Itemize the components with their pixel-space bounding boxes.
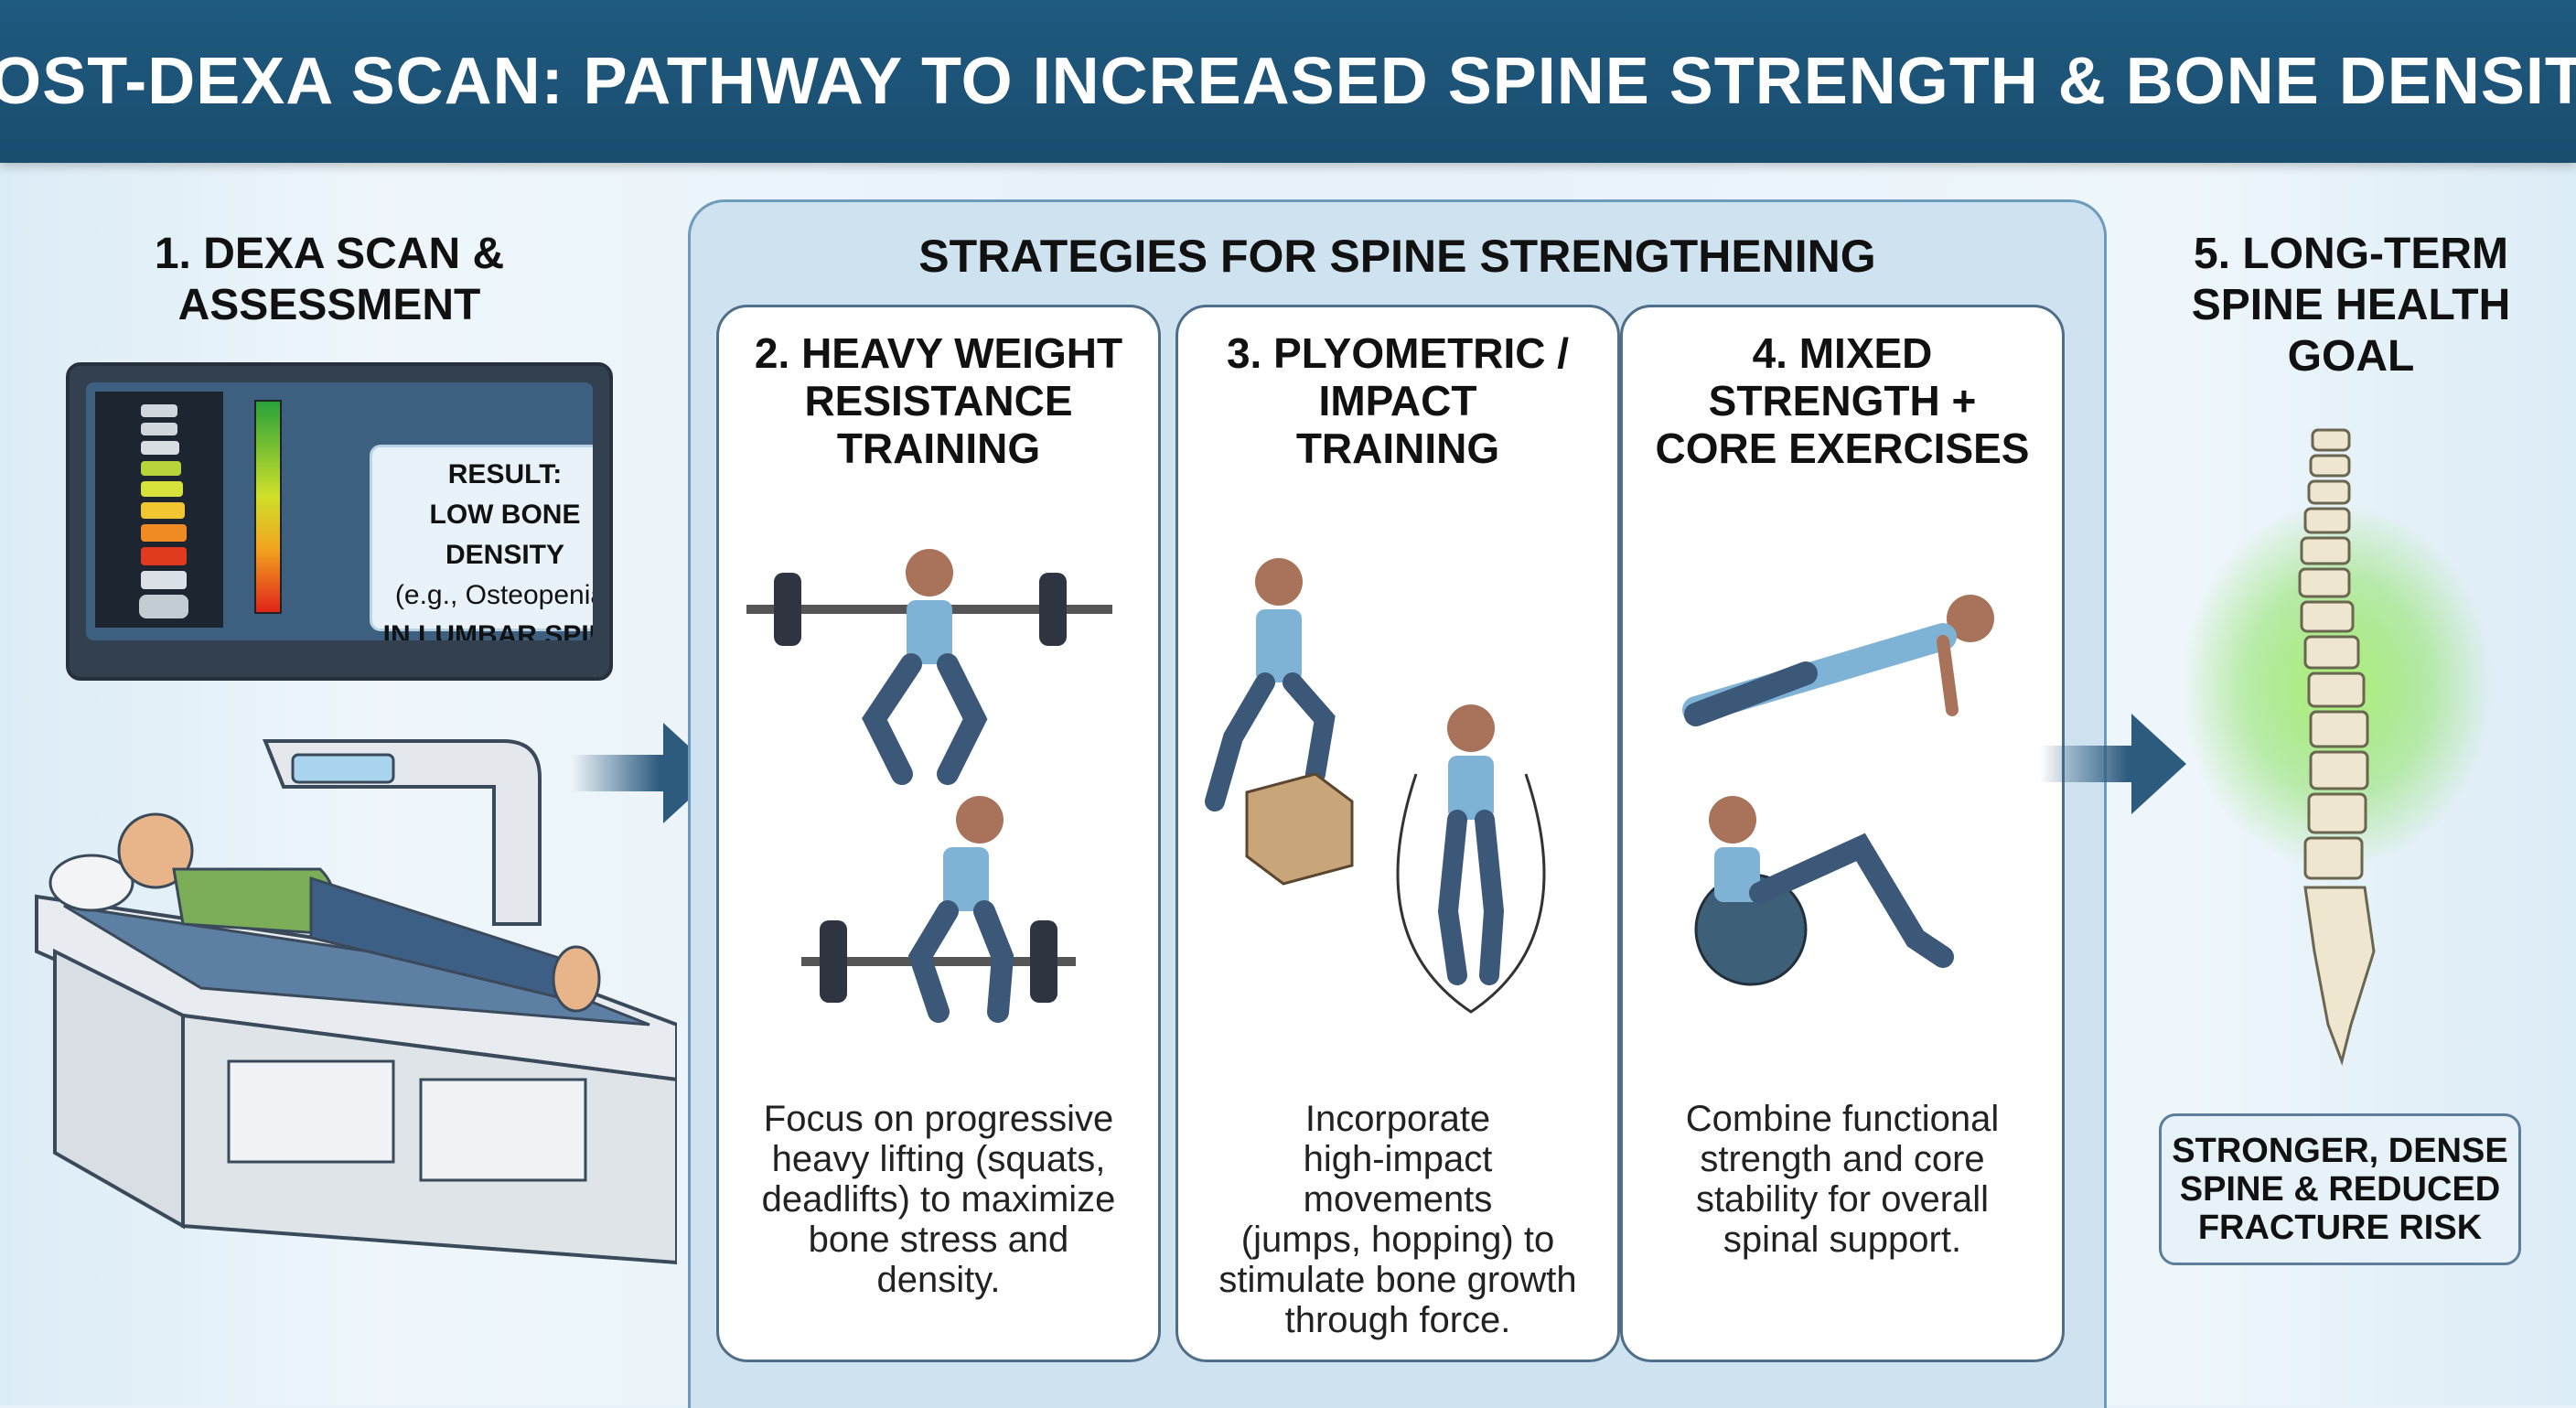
goal-line: FRACTURE RISK xyxy=(2197,1209,2483,1247)
card-desc-line: stimulate bone growth xyxy=(1218,1260,1577,1300)
dexa-monitor: RESULT: LOW BONE DENSITY (e.g., Osteopen… xyxy=(66,362,613,681)
card-description: Combine functional strength and core sta… xyxy=(1641,1099,2044,1260)
card-heavy-weight: 2. HEAVY WEIGHT RESISTANCE TRAINING Focu… xyxy=(716,305,1161,1362)
box-jump-jump-rope-illustration xyxy=(1205,558,1546,1014)
card-desc-line: heavy lifting (squats, xyxy=(771,1139,1106,1179)
spine-scan-image xyxy=(95,392,282,628)
strategies-title: STRATEGIES FOR SPINE STRENGTHENING xyxy=(918,231,1876,282)
squat-deadlift-illustration xyxy=(746,549,1112,1023)
card-desc-line: Incorporate xyxy=(1304,1099,1491,1139)
step5-heading-line: SPINE HEALTH xyxy=(2191,281,2511,329)
card-desc-line: movements xyxy=(1303,1179,1493,1220)
card-title-line: STRENGTH + xyxy=(1708,377,1977,425)
card-title-line: IMPACT xyxy=(1318,377,1477,425)
card-plyometric: 3. PLYOMETRIC / IMPACT TRAINING Incorpor… xyxy=(1175,305,1620,1362)
title-banner: POST-DEXA SCAN: PATHWAY TO INCREASED SPI… xyxy=(0,0,2576,163)
card-desc-line: Focus on progressive xyxy=(763,1099,1114,1139)
card-desc-line: through force. xyxy=(1284,1300,1511,1340)
step5-heading-line: GOAL xyxy=(2287,332,2415,381)
step5-heading: 5. LONG-TERM SPINE HEALTH GOAL xyxy=(2131,229,2571,382)
card-title-line: TRAINING xyxy=(836,425,1041,472)
step1-heading-line1: 1. DEXA SCAN & xyxy=(154,230,505,278)
result-line1: LOW BONE DENSITY xyxy=(429,500,581,570)
card-mixed-core: 4. MIXED STRENGTH + CORE EXERCISES Combi… xyxy=(1620,305,2065,1362)
card-title-line: 3. PLYOMETRIC / xyxy=(1226,329,1570,377)
result-callout: RESULT: LOW BONE DENSITY (e.g., Osteopen… xyxy=(370,445,593,640)
step1-heading: 1. DEXA SCAN & ASSESSMENT xyxy=(82,229,576,331)
strategies-panel: STRATEGIES FOR SPINE STRENGTHENING 2. HE… xyxy=(688,199,2107,1408)
card-title-line: 4. MIXED xyxy=(1752,329,1933,377)
card-desc-line: (jumps, hopping) to xyxy=(1240,1220,1555,1260)
card-title-line: CORE EXERCISES xyxy=(1655,425,2030,472)
card-desc-line: high-impact xyxy=(1303,1139,1493,1179)
card-desc-line: bone stress and xyxy=(808,1220,1069,1260)
monitor-screen: RESULT: LOW BONE DENSITY (e.g., Osteopen… xyxy=(86,382,593,640)
plank-stability-ball-illustration xyxy=(1682,595,1994,986)
spine-vertebrae xyxy=(2298,428,2376,1067)
card-title: 2. HEAVY WEIGHT RESISTANCE TRAINING xyxy=(728,329,1149,472)
card-title: 4. MIXED STRENGTH + CORE EXERCISES xyxy=(1632,329,2053,472)
card-description: Focus on progressive heavy lifting (squa… xyxy=(737,1099,1140,1300)
card-desc-line: spinal support. xyxy=(1723,1220,1962,1260)
card-title-line: RESISTANCE xyxy=(804,377,1073,425)
card-desc-line: deadlifts) to maximize xyxy=(761,1179,1116,1220)
goal-box: STRONGER, DENSE SPINE & REDUCED FRACTURE… xyxy=(2159,1113,2521,1265)
density-color-scale xyxy=(254,400,282,614)
card-desc-line: Combine functional xyxy=(1685,1099,2000,1139)
goal-line: SPINE & REDUCED xyxy=(2179,1170,2501,1209)
result-label: RESULT: xyxy=(447,459,563,489)
step5-heading-line: 5. LONG-TERM xyxy=(2194,230,2508,278)
healthy-spine-illustration xyxy=(2182,428,2493,1067)
step1-heading-line2: ASSESSMENT xyxy=(177,281,481,329)
card-title-line: TRAINING xyxy=(1295,425,1500,472)
card-desc-line: strength and core xyxy=(1700,1139,1985,1179)
card-desc-line: stability for overall xyxy=(1695,1179,1990,1220)
card-desc-line: density. xyxy=(876,1260,1001,1300)
card-title-line: 2. HEAVY WEIGHT xyxy=(754,329,1123,377)
dexa-scanner-illustration xyxy=(35,739,677,1265)
result-line2: (e.g., Osteopenia) xyxy=(394,580,593,610)
card-description: Incorporate high-impact movements (jumps… xyxy=(1197,1099,1599,1340)
page-title: POST-DEXA SCAN: PATHWAY TO INCREASED SPI… xyxy=(0,45,2576,118)
card-title: 3. PLYOMETRIC / IMPACT TRAINING xyxy=(1187,329,1608,472)
arrow-right-icon xyxy=(2040,714,2186,814)
result-line3: IN LUMBAR SPINE xyxy=(382,620,593,640)
goal-line: STRONGER, DENSE xyxy=(2172,1132,2508,1170)
scan-vertebrae xyxy=(139,404,188,618)
arrow-right-icon xyxy=(572,723,718,823)
